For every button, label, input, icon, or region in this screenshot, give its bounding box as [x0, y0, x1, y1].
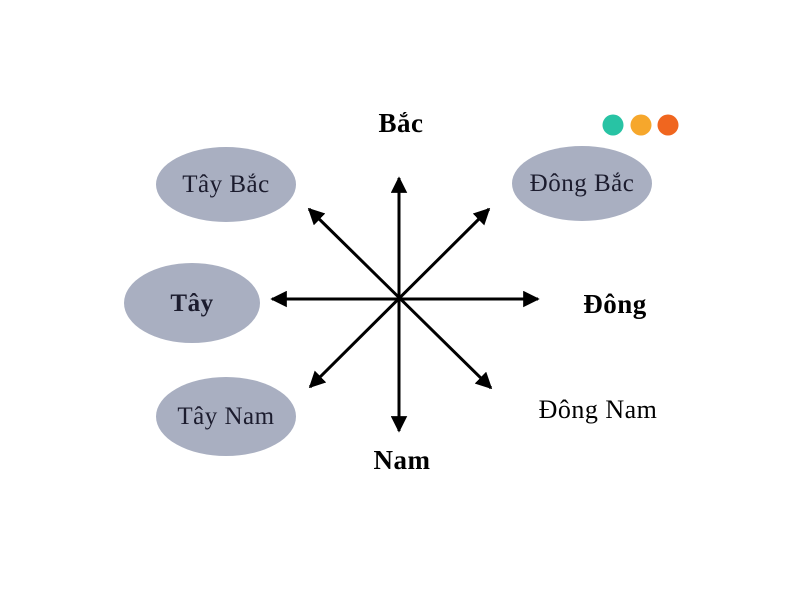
- label-southeast: Đông Nam: [538, 395, 658, 424]
- label-east: Đông: [583, 289, 647, 319]
- ellipse-northwest-label: Tây Bắc: [182, 171, 270, 198]
- ellipse-west-label: Tây: [170, 289, 214, 317]
- label-north: Bắc: [378, 108, 424, 138]
- label-south: Nam: [373, 445, 431, 475]
- ellipse-northeast-label: Đông Bắc: [529, 170, 635, 197]
- ellipse-northwest: Tây Bắc: [156, 147, 296, 222]
- orange-dot-icon: [657, 114, 679, 136]
- amber-dot-icon: [630, 114, 652, 136]
- decorative-dots: [602, 114, 679, 136]
- teal-dot-icon: [602, 114, 624, 136]
- ellipse-northeast: Đông Bắc: [512, 146, 652, 221]
- ellipse-west: Tây: [124, 263, 260, 343]
- northeast-southwest-arrow: [308, 207, 491, 389]
- ellipse-southwest: Tây Nam: [156, 377, 296, 456]
- ellipse-southwest-label: Tây Nam: [177, 403, 275, 430]
